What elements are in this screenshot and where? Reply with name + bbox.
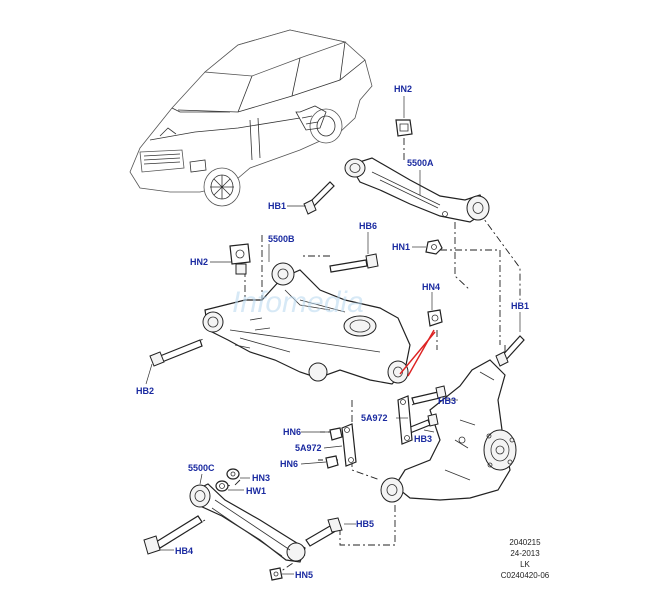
bolt-hb6: [329, 253, 379, 273]
label-hn6-a: HN6: [283, 427, 301, 437]
label-hn2-left: HN2: [190, 257, 208, 267]
nut-hn2-top: [395, 119, 413, 137]
label-hn6-b: HN6: [280, 459, 298, 469]
knuckle-hub: [380, 359, 517, 503]
ref-line-2: 24-2013: [510, 549, 540, 558]
label-hb3-a: HB3: [438, 396, 456, 406]
highlight-lines: [399, 329, 436, 377]
nut-hn5: [269, 567, 283, 581]
reference-codes: 2040215 24-2013 LK C0240420-06: [501, 538, 550, 580]
bolt-hb2: [149, 339, 203, 367]
leader-lines: [145, 96, 521, 575]
watermark-text: Infomedia: [232, 286, 364, 319]
label-5a972-a: 5A972: [361, 413, 388, 423]
ref-line-1: 2040215: [509, 538, 541, 547]
bolt-hb1-top: [303, 181, 335, 215]
bushing-hn2-left: [229, 243, 251, 275]
label-hb6: HB6: [359, 221, 377, 231]
nut-hn6-b: [325, 455, 339, 469]
subframe-5500b: [202, 262, 411, 385]
lower-arm-5500c: [189, 483, 306, 563]
nut-hn3: [226, 468, 240, 480]
label-hb2: HB2: [136, 386, 154, 396]
bolt-hb3-a: [411, 385, 447, 405]
link-5a972-b: [341, 423, 357, 467]
nut-hn6-a: [329, 427, 343, 441]
label-5a972-b: 5A972: [295, 443, 322, 453]
ref-line-3: LK: [520, 560, 530, 569]
label-hb1-right: HB1: [511, 301, 529, 311]
label-5500c: 5500C: [188, 463, 215, 473]
label-hb4: HB4: [175, 546, 193, 556]
label-hb3-b: HB3: [414, 434, 432, 444]
link-5a972-a: [397, 395, 413, 445]
label-hn5: HN5: [295, 570, 313, 580]
bolt-hb4: [143, 515, 203, 555]
label-5500b: 5500B: [268, 234, 295, 244]
vehicle-illustration: [129, 29, 373, 207]
bolt-hb3-b: [407, 413, 439, 434]
washer-hw1: [215, 480, 229, 492]
part-labels: HN2 5500A HB1 HN1 HB6 HN2 5500B HN4 HB1 …: [136, 84, 529, 580]
upper-arm-5500a: [344, 157, 490, 223]
label-hb1-top: HB1: [268, 201, 286, 211]
nut-hn1: [425, 239, 443, 255]
bolt-hb1-right: [495, 335, 525, 367]
label-hn2-top: HN2: [394, 84, 412, 94]
ref-line-4: C0240420-06: [501, 571, 550, 580]
label-hn1: HN1: [392, 242, 410, 252]
label-hn3: HN3: [252, 473, 270, 483]
bolt-hb5: [305, 517, 343, 547]
label-5500a: 5500A: [407, 158, 434, 168]
label-hn4: HN4: [422, 282, 440, 292]
bracket-hn4: [427, 309, 443, 327]
label-hw1: HW1: [246, 486, 266, 496]
label-hb5: HB5: [356, 519, 374, 529]
